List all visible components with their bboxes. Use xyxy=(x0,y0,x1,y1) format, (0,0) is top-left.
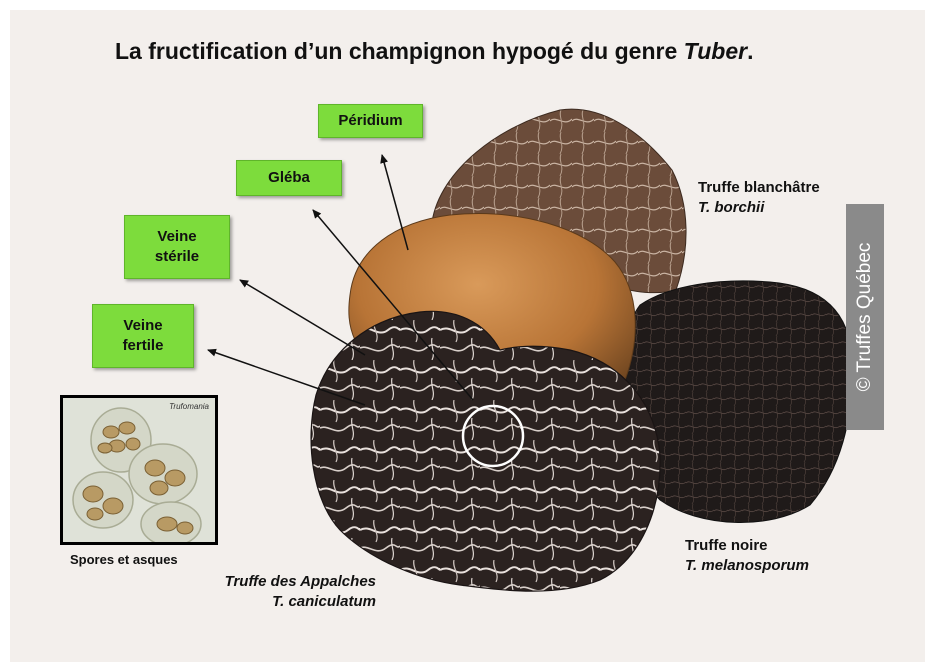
label-gleba: Gléba xyxy=(236,160,342,196)
label-peridium: Péridium xyxy=(318,104,423,138)
label-veine-fertile: Veine fertile xyxy=(92,304,194,368)
copyright-badge: © Truffes Québec xyxy=(846,204,884,430)
microscope-watermark: Trufomania xyxy=(169,402,209,411)
label-veine-sterile-line2: stérile xyxy=(155,247,199,267)
species-melanosporum-common: Truffe noire xyxy=(685,536,809,556)
species-borchii-scientific: T. borchii xyxy=(698,198,820,218)
arrow-veine-sterile xyxy=(240,280,365,355)
spores-illustration xyxy=(63,398,215,542)
label-veine-fertile-line2: fertile xyxy=(123,336,164,356)
species-borchii-common: Truffe blanchâtre xyxy=(698,178,820,198)
label-veine-sterile: Veine stérile xyxy=(124,215,230,279)
copyright-text: © Truffes Québec xyxy=(854,243,876,392)
species-caniculatum-common: Truffe des Appalches xyxy=(170,572,376,592)
species-caniculatum-scientific: T. caniculatum xyxy=(170,592,376,612)
species-melanosporum-scientific: T. melanosporum xyxy=(685,556,809,576)
label-veine-fertile-line1: Veine xyxy=(123,316,162,336)
microscope-image-inner: Trufomania xyxy=(63,398,215,542)
microscope-caption: Spores et asques xyxy=(70,552,178,567)
species-melanosporum: Truffe noire T. melanosporum xyxy=(685,536,809,576)
label-veine-sterile-line1: Veine xyxy=(157,227,196,247)
species-borchii: Truffe blanchâtre T. borchii xyxy=(698,178,820,218)
species-caniculatum: Truffe des Appalches T. caniculatum xyxy=(170,572,376,612)
label-gleba-text: Gléba xyxy=(268,168,310,188)
microscope-image: Trufomania xyxy=(60,395,218,545)
label-peridium-text: Péridium xyxy=(338,111,402,131)
